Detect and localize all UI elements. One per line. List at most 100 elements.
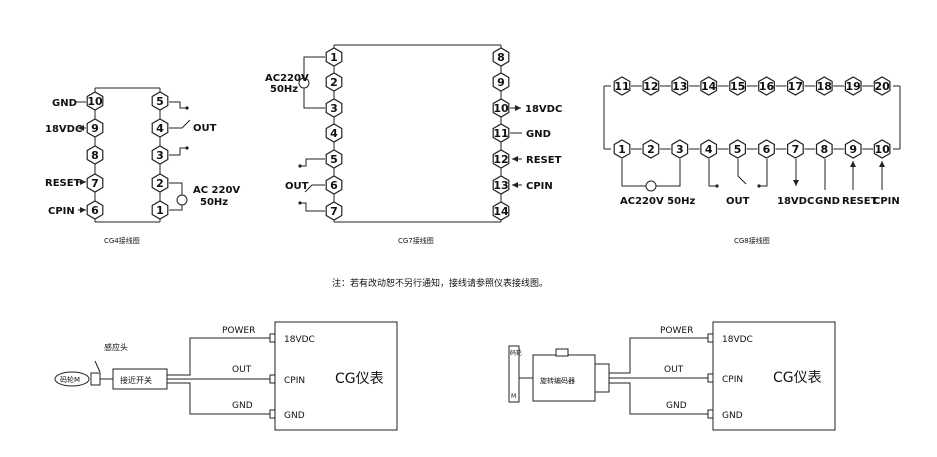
cg8-terminal-label: 5	[734, 143, 742, 156]
sensor-head-label: 感应头	[104, 342, 128, 352]
cg7-out-label: OUT	[285, 181, 309, 192]
cg4-terminal: 3	[151, 145, 169, 165]
encoder-label: 旋转编码器	[540, 376, 575, 385]
cg7-terminal: 9	[492, 72, 510, 92]
cg8-terminal: 20	[873, 76, 891, 96]
cg8-terminal: 5	[729, 139, 747, 159]
cg7-gnd-label: GND	[526, 129, 551, 140]
cg8-gnd-label: GND	[815, 196, 840, 207]
cg4-cpin-label: CPIN	[48, 206, 75, 217]
cg8-terminal: 1	[613, 139, 631, 159]
cg8-cpin-label: CPIN	[873, 196, 900, 207]
cg7-terminal: 11	[492, 123, 510, 143]
cg8-18vdc-label: 18VDC	[777, 196, 814, 207]
cg8-terminal-label: 3	[676, 143, 684, 156]
cg4-terminal: 6	[86, 200, 104, 220]
enc-gnd-label: GND	[666, 401, 687, 411]
cg7-terminal-label: 3	[330, 102, 338, 115]
cg4-caption: CG4接线图	[104, 236, 140, 245]
cg8-ac-label: AC220V 50Hz	[620, 196, 695, 207]
cg8-terminal: 4	[700, 139, 718, 159]
cg4-18vdc-label: 18VDC	[45, 124, 82, 135]
proximity-switch-label: 接近开关	[120, 375, 152, 385]
cg4-terminal: 7	[86, 173, 104, 193]
cg4-terminal: 5	[151, 91, 169, 111]
cg4-terminal: 1	[151, 200, 169, 220]
cg8-terminal-label: 4	[705, 143, 713, 156]
cg8-terminal-label: 1	[618, 143, 626, 156]
cg7-terminal-label: 5	[330, 153, 338, 166]
cg7-terminal: 3	[325, 98, 343, 118]
cg7-terminal: 6	[325, 175, 343, 195]
prox-out-label: OUT	[232, 365, 252, 375]
cg7-terminal: 14	[492, 201, 510, 221]
cg4-terminal-label: 3	[156, 149, 164, 162]
cg7-18vdc-label: 18VDC	[525, 104, 562, 115]
cg7-terminal: 7	[325, 201, 343, 221]
wheel-label: 码轮M	[60, 375, 80, 384]
cg8-terminal: 3	[671, 139, 689, 159]
cg8-caption: CG8接线图	[734, 236, 770, 245]
cg7-terminal: 2	[325, 72, 343, 92]
cg4-gnd-label: GND	[52, 98, 77, 109]
cg8-terminal: 16	[758, 76, 775, 96]
note-text: 注：若有改动恕不另行通知，接线请参照仪表接线图。	[332, 277, 548, 289]
cg7-terminal-label: 13	[493, 179, 508, 192]
encoder-wheel	[508, 345, 520, 403]
proximity-wiring: 码轮M 感应头 接近开关 POWER OUT GND 18VDC CPIN GN…	[54, 321, 398, 431]
cg-meter-box-2	[712, 321, 836, 431]
enc-gnd-term: GND	[722, 411, 743, 421]
cg7-terminal-label: 9	[497, 76, 505, 89]
cg7-terminal-label: 10	[493, 102, 509, 115]
encoder-m-label: M	[511, 393, 516, 400]
cg7-cpin-label: CPIN	[526, 181, 553, 192]
cg4-terminal-label: 4	[156, 122, 164, 135]
cg7-terminal-label: 7	[330, 205, 338, 218]
cg7-terminal-label: 6	[330, 179, 338, 192]
cg8-terminal: 9	[844, 139, 862, 159]
cg7-caption: CG7接线图	[398, 236, 434, 245]
cg8-terminal: 8	[815, 139, 833, 159]
cg4-ac-label: AC 220V	[193, 185, 240, 196]
cg4-terminal: 10	[86, 91, 104, 111]
cg8-out-label: OUT	[726, 196, 750, 207]
cg7-terminal-label: 12	[493, 153, 508, 166]
encoder-body	[532, 354, 596, 402]
cg8-terminal-label: 10	[874, 143, 890, 156]
cg8-terminal-label: 14	[701, 80, 717, 93]
cg4-terminal: 2	[151, 173, 169, 193]
prox-gnd-term: GND	[284, 411, 305, 421]
cg4-terminal: 4	[151, 118, 169, 138]
cg8-terminal: 6	[758, 139, 775, 159]
cg8-terminal: 18	[815, 76, 833, 96]
cg7-terminal-label: 4	[330, 127, 338, 140]
cg4-hz-label: 50Hz	[200, 197, 228, 208]
cg7-hz-label: 50Hz	[270, 84, 298, 95]
cg8-terminal: 7	[786, 139, 804, 159]
cg7-terminal-label: 1	[330, 51, 338, 64]
cg7-terminal: 1	[325, 47, 343, 67]
prox-meter-label: CG仪表	[335, 371, 384, 387]
cg7-terminal: 12	[492, 149, 510, 169]
cg8-terminal-label: 8	[820, 143, 828, 156]
cg4-terminal-label: 2	[156, 177, 164, 190]
prox-18vdc-term: 18VDC	[284, 335, 315, 345]
cg7-terminal: 8	[492, 47, 510, 67]
cg8-terminal-label: 18	[817, 80, 832, 93]
cg4-terminal-label: 7	[91, 177, 99, 190]
cg4-terminal-label: 10	[87, 95, 103, 108]
cg4-out-label: OUT	[193, 123, 217, 134]
cg4-terminal-label: 1	[156, 204, 164, 217]
cg8-terminal: 12	[642, 76, 660, 96]
prox-gnd-label: GND	[232, 401, 253, 411]
cg8-terminal-label: 20	[874, 80, 890, 93]
cg4-reset-label: RESET	[45, 178, 81, 189]
enc-power-label: POWER	[660, 326, 693, 336]
encoder-wheel-label: 码轮	[510, 349, 522, 357]
cg8-terminal-label: 6	[763, 143, 771, 156]
cg7-terminal: 13	[492, 175, 510, 195]
